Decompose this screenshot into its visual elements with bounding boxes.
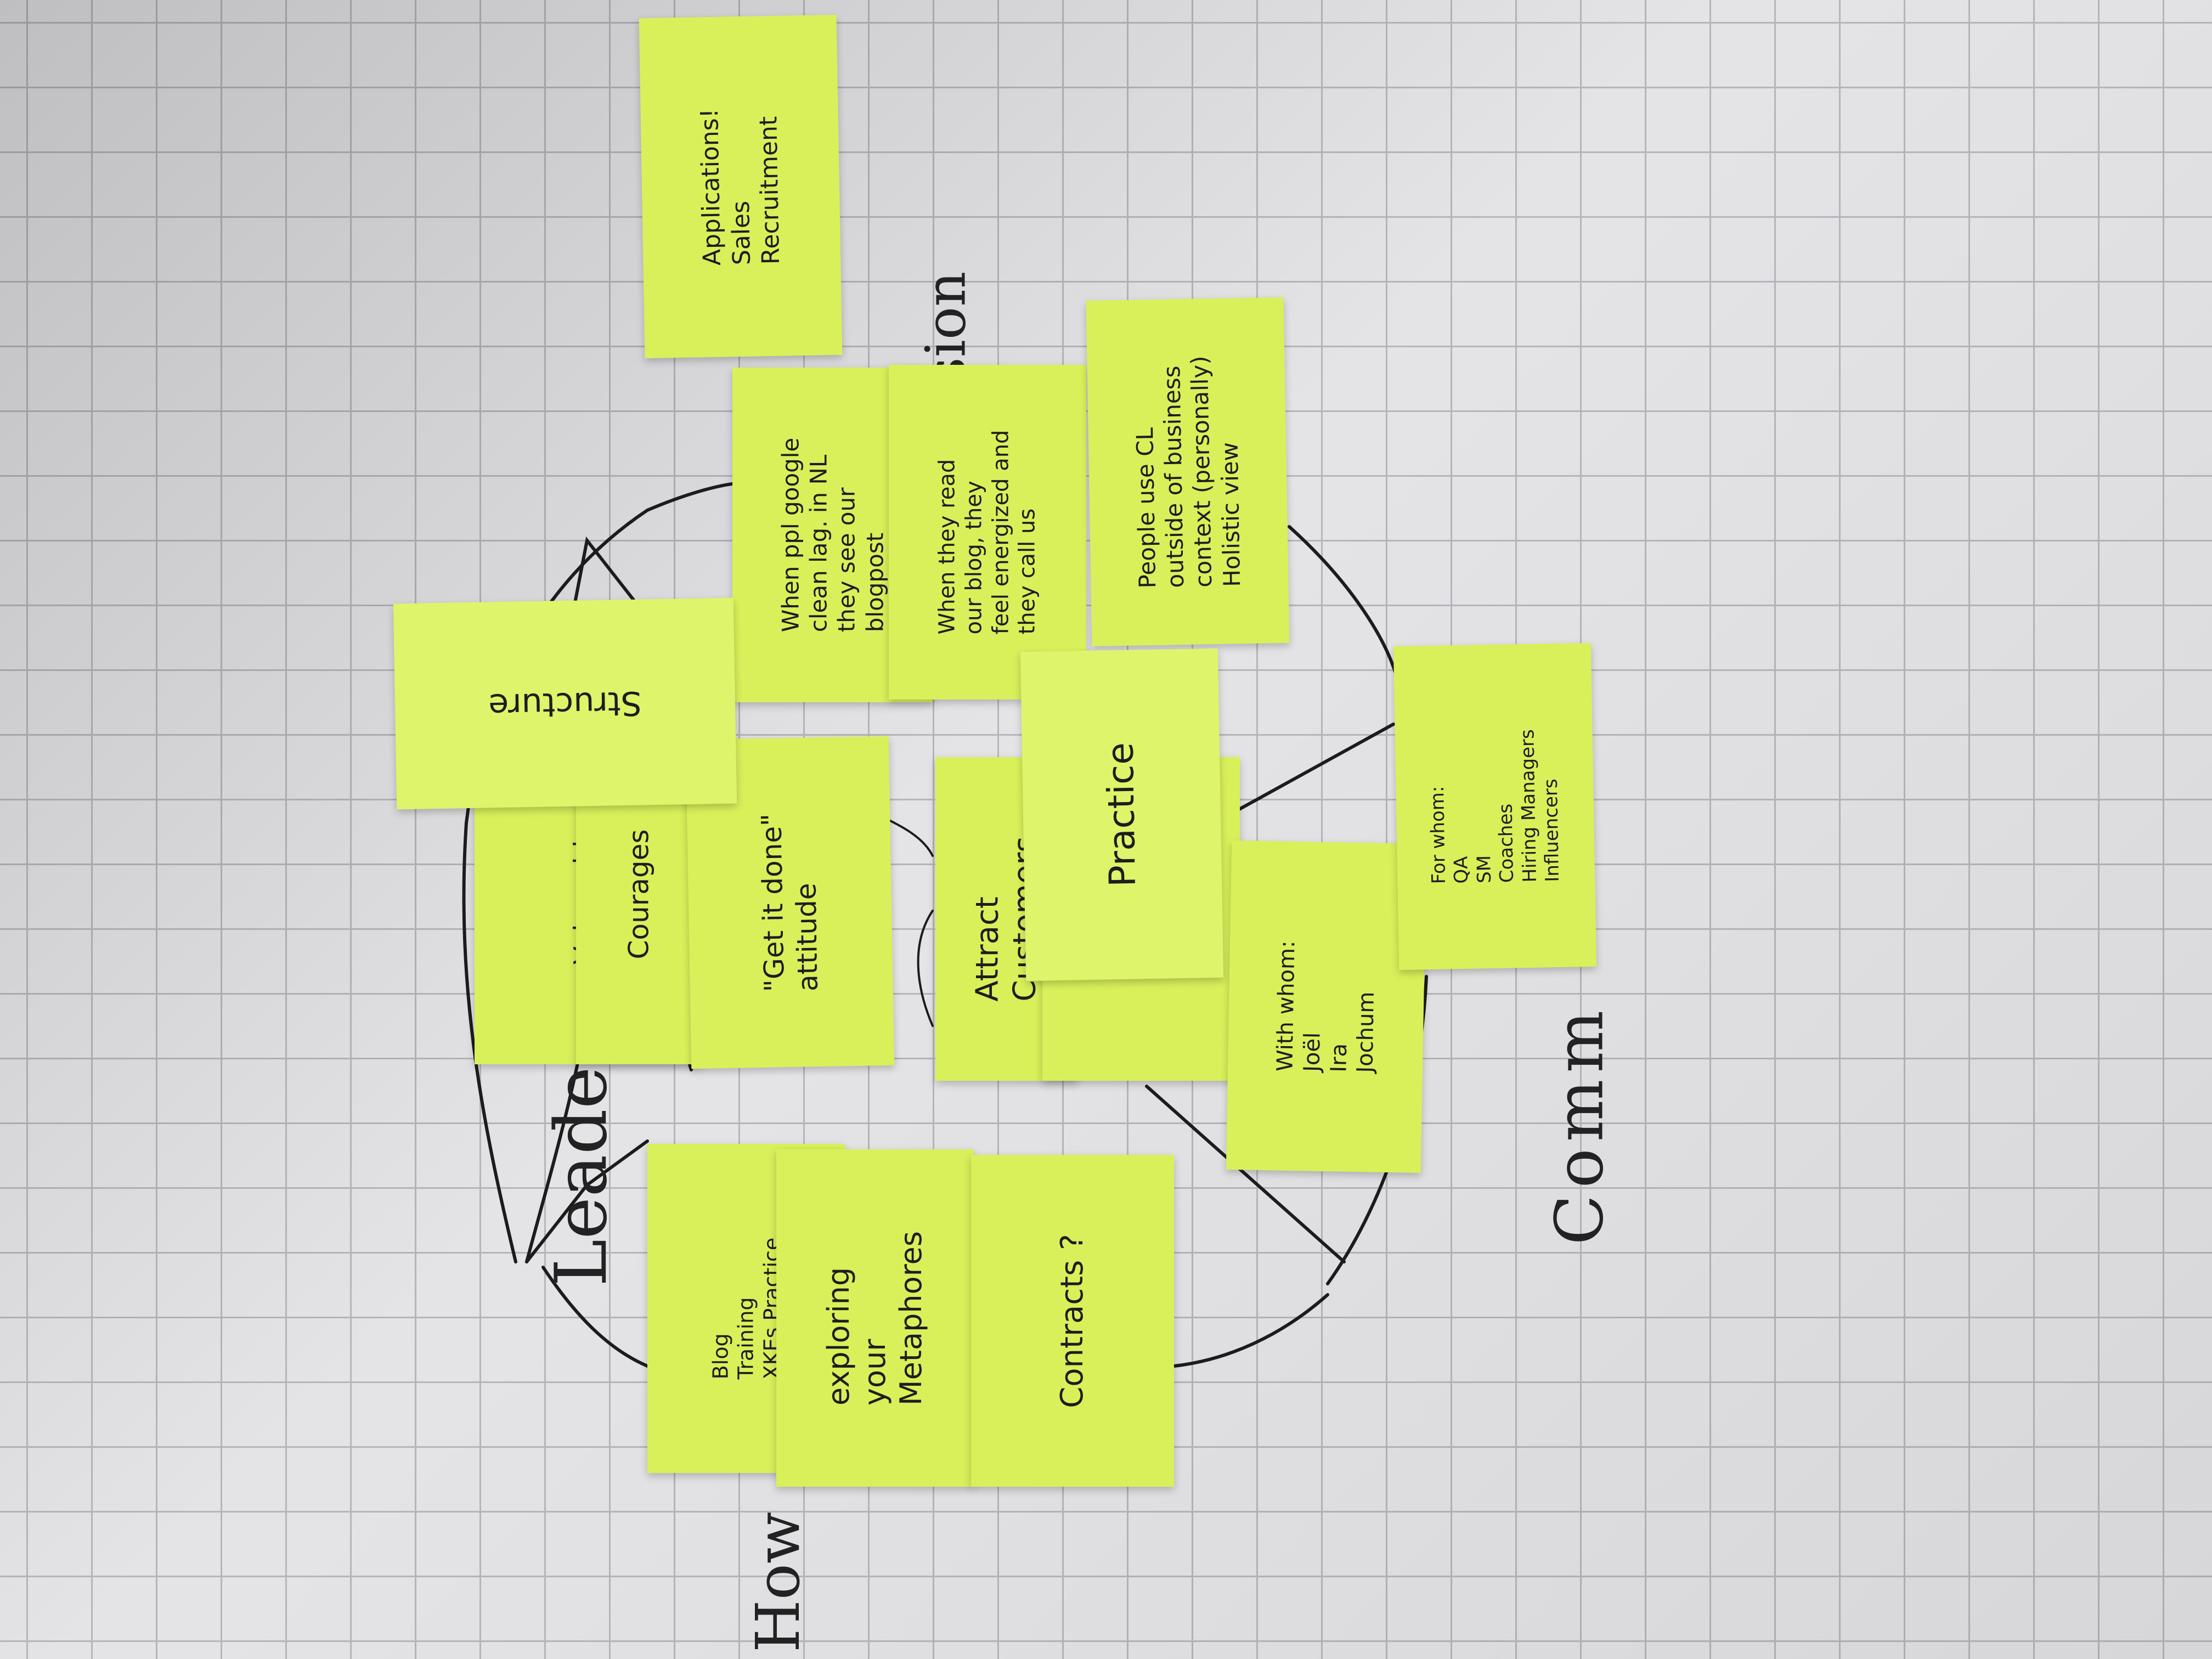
diamond-bottom-left <box>525 1139 649 1263</box>
note-exploring[interactable]: exploring your Metaphores <box>776 1149 974 1487</box>
note-contracts[interactable]: Contracts ? <box>971 1155 1174 1487</box>
note-contracts-text: Contracts ? <box>1054 1233 1090 1408</box>
note-structure-text: Structure <box>488 683 642 725</box>
note-for-whom-text: For whom: QA SM Coaches Hiring Managers … <box>1426 729 1564 884</box>
note-blog[interactable]: When they read our blog, they feel energ… <box>889 365 1086 699</box>
note-get-it-done-text: "Get it done" attitude <box>755 813 824 992</box>
note-for-whom[interactable]: For whom: QA SM Coaches Hiring Managers … <box>1393 642 1597 970</box>
how-label: How <box>743 1511 814 1653</box>
note-structure[interactable]: Structure <box>393 597 737 810</box>
note-blog-training-text: Blog Training XKEs Practice <box>708 1237 784 1380</box>
note-with-whom-text: With whom: Joël Ira Jochum <box>1272 940 1379 1073</box>
note-courages-text: Courages <box>623 829 655 960</box>
outer-circle-bottom <box>1172 1293 1329 1368</box>
note-practice-text: Practice <box>1099 742 1144 888</box>
inner-circle-left <box>917 910 934 1027</box>
outer-circle-right <box>1288 525 1401 687</box>
note-with-whom[interactable]: With whom: Joël Ira Jochum <box>1226 840 1427 1173</box>
outer-circle-top <box>646 481 748 512</box>
note-google-text: When ppl google clean lag. in NL they se… <box>777 437 888 633</box>
diamond-left-top-peak <box>569 536 638 627</box>
note-applications[interactable]: Applications! Sales Recruitment <box>639 14 843 359</box>
note-blog-text: When they read our blog, they feel energ… <box>934 430 1040 635</box>
note-exploring-text: exploring your Metaphores <box>821 1231 928 1406</box>
diamond-right <box>1233 723 1395 814</box>
note-applications-text: Applications! Sales Recruitment <box>696 108 786 266</box>
note-people-use[interactable]: People use CL outside of business contex… <box>1086 297 1290 647</box>
outer-circle-bottom-left <box>541 1266 649 1368</box>
diamond-bottom <box>1145 1085 1346 1263</box>
note-practice[interactable]: Practice <box>1020 648 1224 981</box>
note-people-use-text: People use CL outside of business contex… <box>1131 355 1245 589</box>
outer-circle-left <box>462 509 649 1263</box>
comm-label: Comm <box>1542 1003 1618 1245</box>
